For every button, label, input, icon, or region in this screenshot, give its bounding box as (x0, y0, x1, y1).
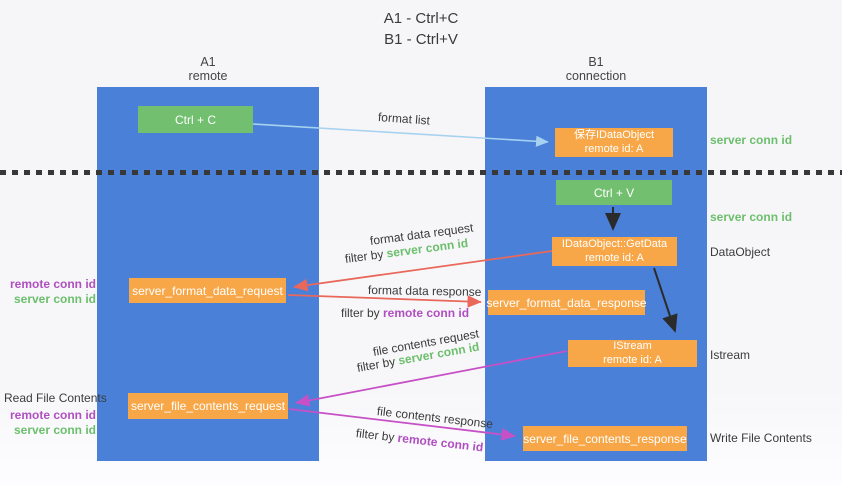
node-ctrl-v-label: Ctrl + V (593, 185, 635, 200)
filter-prefix-4: filter by (355, 426, 399, 445)
right-label-server-conn-id-1: server conn id (710, 133, 793, 147)
left-label-remote-conn-id-2: remote conn id (9, 408, 96, 422)
node-istream-line2: remote id: A (603, 353, 662, 366)
node-save-idataobject-line1: 保存IDataObject (573, 129, 655, 141)
node-idataobject-getdata: IDataObject::GetData remote id: A (552, 237, 677, 266)
left-column-header: A1 remote (97, 55, 319, 83)
left-column-name: A1 (200, 55, 216, 69)
filter-prefix-3: filter by (355, 353, 400, 375)
right-label-dataobject: DataObject (710, 245, 771, 259)
right-label-server-conn-id-2: server conn id (710, 210, 793, 224)
left-label-group-1: remote conn id server conn id (4, 277, 96, 307)
label-format-data-response: format data response (367, 283, 482, 299)
server-file-contents-request-label: server_file_contents_request (130, 399, 286, 413)
right-label-write-file-contents: Write File Contents (710, 431, 812, 445)
label-format-list: format list (377, 110, 431, 128)
right-column-role: connection (565, 69, 627, 83)
node-ctrl-c-label: Ctrl + C (174, 112, 216, 127)
node-getdata-line1: IDataObject::GetData (561, 238, 668, 250)
server-format-data-request-label: server_format_data_request (132, 283, 283, 298)
node-server-format-data-request: server_format_data_request (129, 278, 286, 303)
left-label-remote-conn-id-1: remote conn id (9, 277, 96, 291)
dashed-divider-line (0, 170, 842, 175)
filter-prefix-2: filter by (341, 306, 384, 320)
title-line-2: B1 - Ctrl+V (384, 31, 458, 48)
filter-id-2: remote conn id (383, 306, 470, 320)
node-server-file-contents-response: server_file_contents_response (523, 426, 687, 451)
label-file-contents-response: file contents response (376, 404, 494, 432)
right-column-header: B1 connection (485, 55, 707, 83)
node-server-file-contents-request: server_file_contents_request (128, 393, 288, 419)
label-filter-by-remote-conn-id-1: filter by remote conn id (341, 306, 469, 320)
left-label-server-conn-id-2: server conn id (13, 423, 96, 437)
right-label-istream: Istream (710, 348, 751, 362)
node-istream: IStream remote id: A (568, 340, 697, 367)
node-save-idataobject-line2: remote id: A (584, 142, 644, 155)
right-column-name: B1 (588, 55, 604, 69)
node-save-idataobject: 保存IDataObject remote id: A (555, 128, 673, 157)
title-line-1: A1 - Ctrl+C (383, 10, 459, 27)
node-getdata-line2: remote id: A (585, 251, 644, 264)
node-ctrl-c: Ctrl + C (138, 106, 253, 133)
server-file-contents-response-label: server_file_contents_response (523, 431, 687, 446)
label-filter-by-remote-conn-id-2: filter by remote conn id (355, 426, 484, 454)
filter-id-4: remote conn id (396, 430, 485, 455)
server-format-data-response-label: server_format_data_response (486, 295, 647, 310)
left-column-role: remote (188, 69, 228, 83)
left-label-server-conn-id-1: server conn id (13, 292, 96, 306)
diagram-title: A1 - Ctrl+C B1 - Ctrl+V (0, 8, 842, 50)
left-label-group-2: remote conn id server conn id (4, 408, 96, 438)
node-istream-line1: IStream (613, 340, 652, 352)
filter-prefix-1: filter by (344, 246, 388, 266)
node-server-format-data-response: server_format_data_response (486, 290, 647, 315)
left-label-read-file-contents: Read File Contents (4, 391, 107, 405)
node-ctrl-v: Ctrl + V (556, 180, 672, 205)
